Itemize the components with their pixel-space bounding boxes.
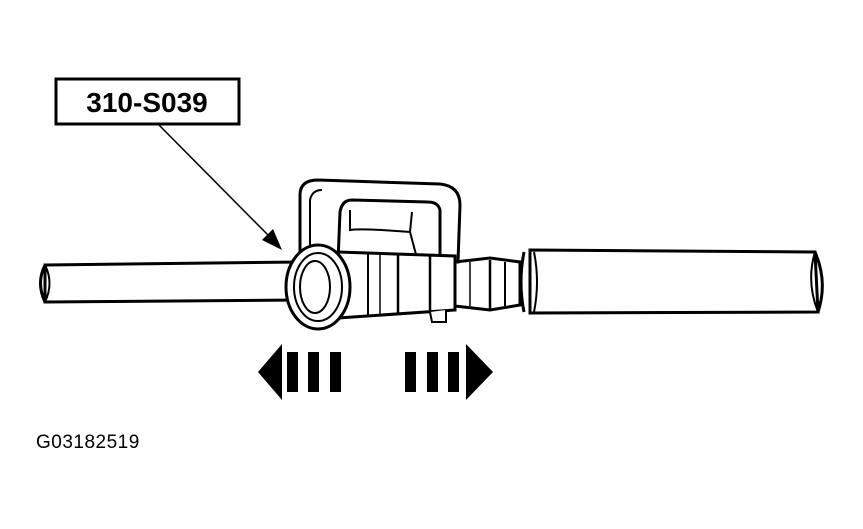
figure-id: G03182519 xyxy=(36,432,140,453)
quick-connect-coupling xyxy=(284,178,462,331)
left-fuel-tube xyxy=(39,260,302,304)
fitting-nut xyxy=(453,256,522,312)
leader-line xyxy=(157,123,282,250)
tool-number-label: 310-S039 xyxy=(86,87,207,118)
right-fuel-tube xyxy=(519,248,824,315)
callout-box xyxy=(54,77,241,126)
tool-callout: 310-S039 xyxy=(54,77,241,126)
right-arrow xyxy=(405,344,493,400)
leader-arrowhead xyxy=(262,229,282,250)
coupling-barrel xyxy=(336,250,457,320)
left-arrow xyxy=(258,344,341,400)
